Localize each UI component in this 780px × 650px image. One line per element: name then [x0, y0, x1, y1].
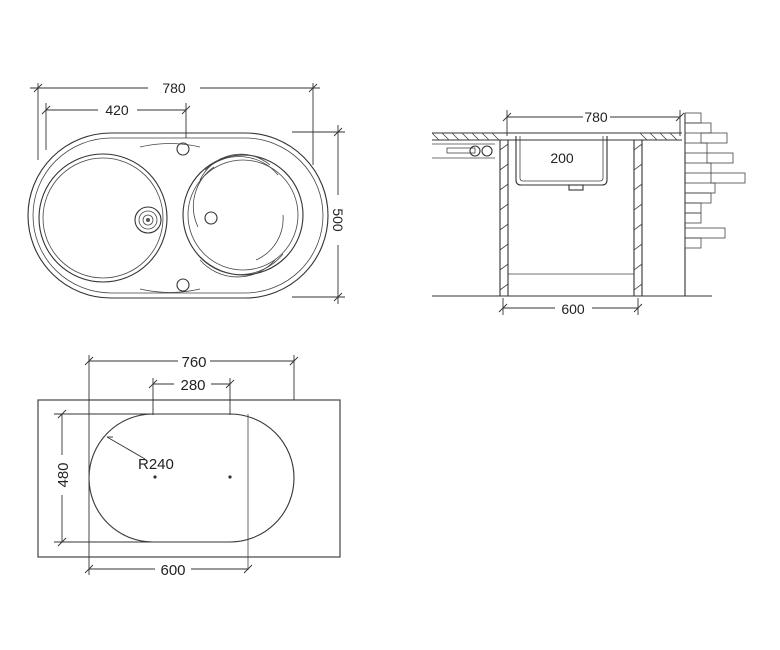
dim-radius: R240 [106, 436, 174, 473]
dim-label-280: 280 [180, 377, 205, 394]
cabinet-knob-icons [446, 145, 493, 157]
dim-label-420: 420 [105, 102, 129, 118]
dim-label-760: 760 [181, 354, 206, 371]
dim-label-600-side: 600 [561, 301, 585, 317]
dim-label-780-side: 780 [584, 109, 608, 125]
dim-label-480: 480 [55, 462, 72, 487]
dim-top-overall-width: 780 [30, 80, 320, 165]
dim-label-600-bottom: 600 [160, 562, 185, 579]
dim-cutout-bottom-width: 600 [84, 562, 253, 579]
dim-cutout-outer-width: 760 [84, 354, 299, 575]
dim-overall-depth: 500 [292, 125, 346, 304]
countertop [431, 132, 682, 159]
cutout-shape [88, 413, 295, 570]
cabinet-section [432, 140, 712, 297]
brick-wall [684, 112, 746, 296]
dim-side-overall-width: 780 [502, 109, 685, 136]
dim-label-500: 500 [330, 208, 346, 232]
sink-bowl-section: 200 [515, 136, 608, 191]
sink-outline [27, 132, 329, 299]
dim-label-780-top: 780 [162, 80, 186, 96]
dim-cabinet-width: 600 [498, 298, 643, 317]
dim-label-200: 200 [550, 150, 574, 166]
dim-bowl-width: 420 [41, 102, 191, 150]
dim-cutout-height: 480 [54, 409, 153, 547]
dim-label-r240: R240 [138, 456, 174, 473]
cutout-view: 760 280 R240 [37, 354, 341, 579]
round-drainer [182, 153, 304, 278]
tap-hole-icons [176, 142, 218, 292]
countertop-outline [37, 399, 341, 558]
top-view: 780 420 500 [27, 80, 346, 304]
dim-cutout-flat-width: 280 [148, 377, 235, 415]
side-view: 780 200 [431, 109, 746, 317]
drain-strainer-icon [134, 206, 162, 234]
main-bowl [38, 143, 201, 293]
